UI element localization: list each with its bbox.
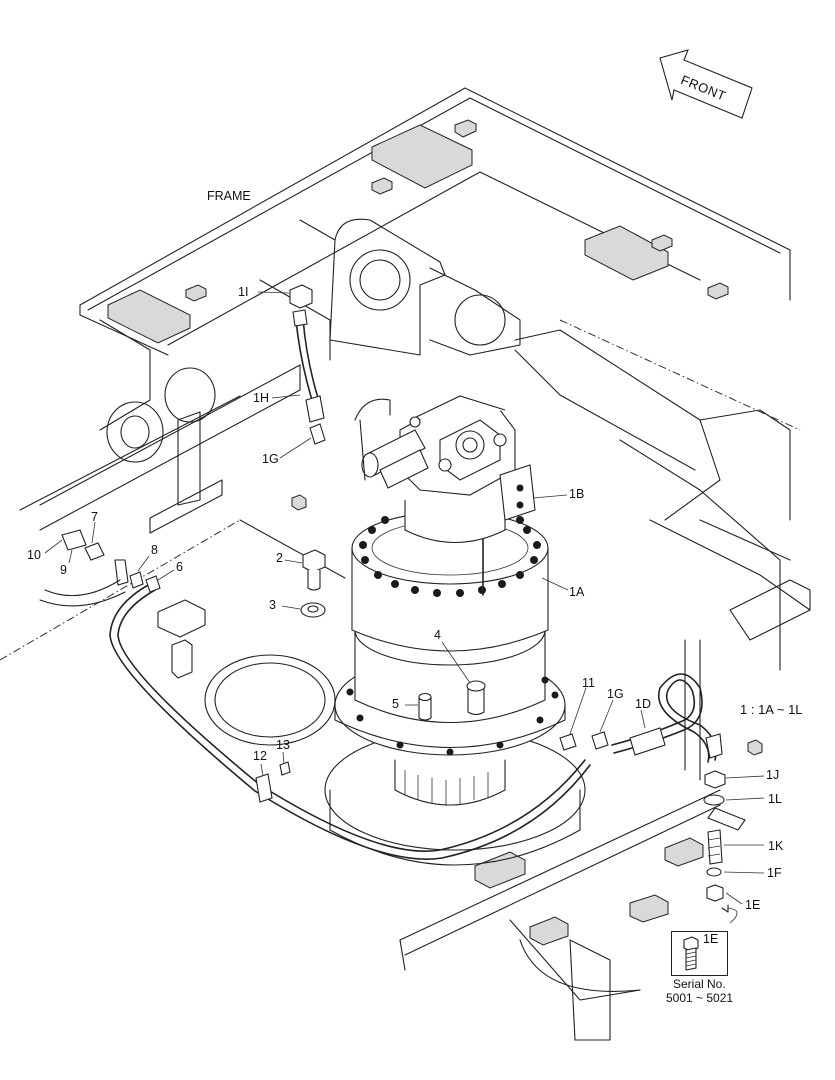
callout-5: 5: [392, 697, 399, 711]
callout-3: 3: [269, 598, 276, 612]
leader-lines: [44, 291, 765, 924]
callout-1A: 1A: [569, 585, 585, 599]
callout-6: 6: [176, 560, 183, 574]
callout-1I: 1I: [238, 285, 249, 299]
callout-1F: 1F: [767, 866, 782, 880]
callout-1K: 1K: [768, 839, 784, 853]
callout-1D: 1D: [635, 697, 651, 711]
callout-12: 12: [253, 749, 267, 763]
serial-number-label: Serial No.: [673, 977, 726, 991]
upper-frame: [0, 87, 811, 1041]
callout-1J: 1J: [766, 768, 780, 782]
swing-device: [324, 395, 586, 866]
callout-9: 9: [60, 563, 67, 577]
inset-detail-box: [671, 931, 728, 976]
frame-label: FRAME: [207, 189, 251, 203]
callout-2: 2: [276, 551, 283, 565]
inset-1e-label: 1E: [703, 932, 719, 946]
callout-1G-bottom: 1G: [607, 687, 624, 701]
callout-4: 4: [434, 628, 441, 642]
callout-7: 7: [91, 510, 98, 524]
callout-1L: 1L: [768, 792, 782, 806]
callout-1H: 1H: [253, 391, 269, 405]
front-arrow-icon: [659, 49, 753, 119]
callout-10: 10: [27, 548, 41, 562]
callout-1G-top: 1G: [262, 452, 279, 466]
callout-13: 13: [276, 738, 290, 752]
serial-number-range: 5001 ~ 5021: [666, 991, 734, 1005]
assembly-range-label: 1 : 1A ~ 1L: [740, 702, 803, 717]
callout-1E: 1E: [745, 898, 761, 912]
loose-parts: [300, 549, 486, 721]
callout-8: 8: [151, 543, 158, 557]
inset-fitting-icon: [683, 936, 699, 971]
callout-1B: 1B: [569, 487, 585, 501]
hoses: [61, 284, 726, 902]
callout-11: 11: [582, 676, 595, 690]
